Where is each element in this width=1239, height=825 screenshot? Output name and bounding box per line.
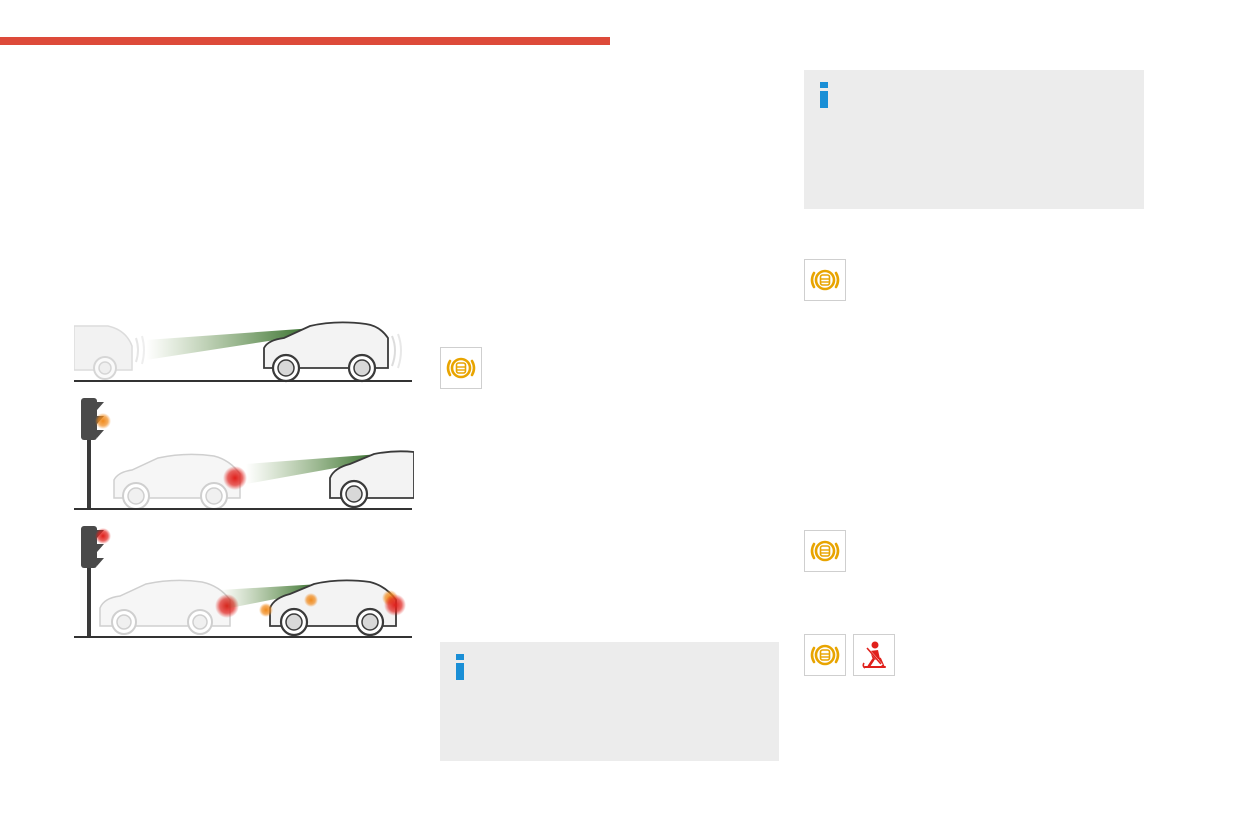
brake-warning-tile-4	[804, 634, 846, 676]
brake-warning-tile-2	[804, 259, 846, 301]
info-note-box-1	[804, 70, 1144, 209]
info-note-box-2	[440, 642, 779, 761]
scene-3-traffic-light-red	[74, 526, 412, 638]
information-icon	[820, 82, 828, 108]
automatic-emergency-braking-warning-icon	[810, 644, 840, 666]
information-icon	[456, 654, 464, 680]
scene-1-vehicle-ahead	[74, 321, 412, 383]
header-accent-bar	[0, 37, 610, 45]
brake-warning-tile-1	[440, 347, 482, 389]
automatic-emergency-braking-warning-icon	[810, 540, 840, 562]
emergency-braking-illustration	[74, 321, 414, 638]
seatbelt-warning-icon	[862, 641, 886, 669]
brake-warning-tile-3	[804, 530, 846, 572]
seatbelt-warning-tile	[853, 634, 895, 676]
automatic-emergency-braking-warning-icon	[810, 269, 840, 291]
automatic-emergency-braking-warning-icon	[446, 357, 476, 379]
scene-2-traffic-light-amber	[74, 398, 414, 510]
